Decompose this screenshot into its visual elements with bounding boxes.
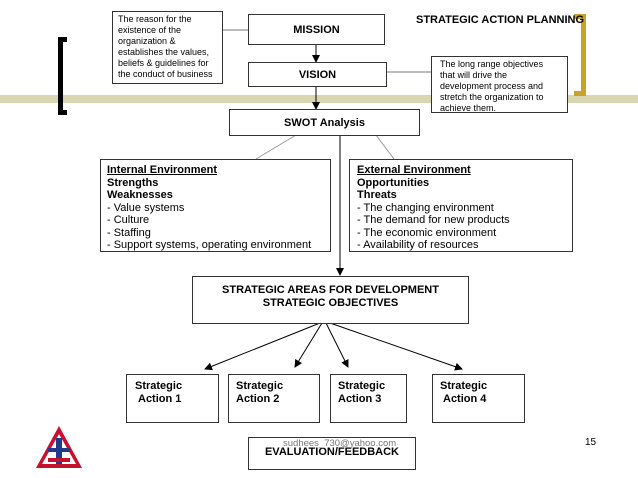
vision-note-line: stretch the organization to — [440, 92, 544, 102]
vision-note-line: achieve them. — [440, 103, 497, 113]
action-line1: Strategic — [135, 380, 183, 392]
evaluation-box: EVALUATION/FEEDBACK — [248, 437, 416, 470]
action-line2: Action 3 — [338, 393, 382, 405]
action-line1: Strategic — [338, 380, 386, 392]
action-box-1: Strategic Action 1 — [126, 374, 219, 423]
vision-note-line: development process and — [440, 81, 544, 91]
mission-note-line: establishes the values, — [118, 47, 210, 57]
areas-to-action4-arrow — [329, 322, 463, 371]
vision-note: The long range objectives that will driv… — [431, 56, 568, 113]
action-box-3: Strategic Action 3 — [330, 374, 407, 423]
internal-line: - Support systems, operating environment — [107, 239, 312, 251]
external-line: - The demand for new products — [357, 214, 510, 226]
mission-note-line: existence of the — [118, 25, 182, 35]
strategic-areas-box: STRATEGIC AREAS FOR DEVELOPMENT STRATEGI… — [192, 276, 469, 324]
external-line: Opportunities — [357, 176, 430, 189]
external-environment-box: External Environment Opportunities Threa… — [349, 159, 573, 252]
vision-label: VISION — [298, 69, 337, 81]
action-line2: Action 4 — [443, 393, 487, 405]
strategic-areas-line1: STRATEGIC AREAS FOR DEVELOPMENT — [222, 284, 439, 296]
swot-box: SWOT Analysis — [229, 109, 420, 136]
decor-band — [0, 95, 638, 103]
strategic-areas-line2: STRATEGIC OBJECTIVES — [262, 297, 399, 309]
external-line: Threats — [357, 189, 397, 201]
vision-note-line: The long range objectives — [440, 59, 544, 69]
mission-note-line: The reason for the — [118, 14, 192, 24]
external-line: - Availability of resources — [357, 239, 479, 251]
areas-to-action2-arrow — [294, 322, 323, 368]
action-line2: Action 2 — [236, 393, 280, 405]
footer-email: sudhees_730@yahoo.com — [283, 438, 397, 449]
internal-line: - Culture — [107, 214, 150, 226]
swot-to-internal-line — [255, 134, 297, 160]
vision-box: VISION — [248, 62, 387, 87]
internal-environment-box: Internal Environment Strengths Weaknesse… — [100, 159, 331, 252]
page-title: STRATEGIC ACTION PLANNING — [416, 14, 585, 26]
internal-line: - Staffing — [107, 226, 151, 239]
action-line1: Strategic — [440, 380, 488, 392]
logo — [34, 424, 84, 470]
areas-to-action1-arrow — [204, 322, 321, 371]
vision-note-line: that will drive the — [440, 70, 508, 80]
internal-line: - Value systems — [107, 201, 185, 214]
external-line: - The economic environment — [357, 226, 497, 239]
left-bracket — [58, 37, 67, 115]
external-line: - The changing environment — [357, 201, 494, 214]
mission-label: MISSION — [293, 24, 340, 36]
action-line2: Action 1 — [138, 393, 182, 405]
areas-to-action3-arrow — [325, 322, 349, 368]
external-heading: External Environment — [357, 164, 471, 176]
internal-line: Strengths — [107, 176, 159, 189]
action-box-2: Strategic Action 2 — [228, 374, 320, 423]
mission-note: The reason for the existence of the orga… — [112, 11, 223, 84]
page-number: 15 — [585, 437, 597, 448]
mission-box: MISSION — [248, 14, 385, 45]
right-bracket — [574, 14, 586, 96]
swot-label: SWOT Analysis — [284, 117, 365, 129]
action-line1: Strategic — [236, 380, 284, 392]
mission-note-line: the conduct of business — [118, 69, 213, 79]
internal-heading: Internal Environment — [107, 164, 218, 176]
swot-to-external-line — [375, 134, 395, 160]
mission-note-line: organization & — [118, 36, 176, 46]
evaluation-label: EVALUATION/FEEDBACK — [264, 446, 400, 458]
action-box-4: Strategic Action 4 — [432, 374, 525, 423]
internal-line: Weaknesses — [107, 189, 173, 201]
mission-note-line: beliefs & guidelines for — [118, 58, 209, 68]
